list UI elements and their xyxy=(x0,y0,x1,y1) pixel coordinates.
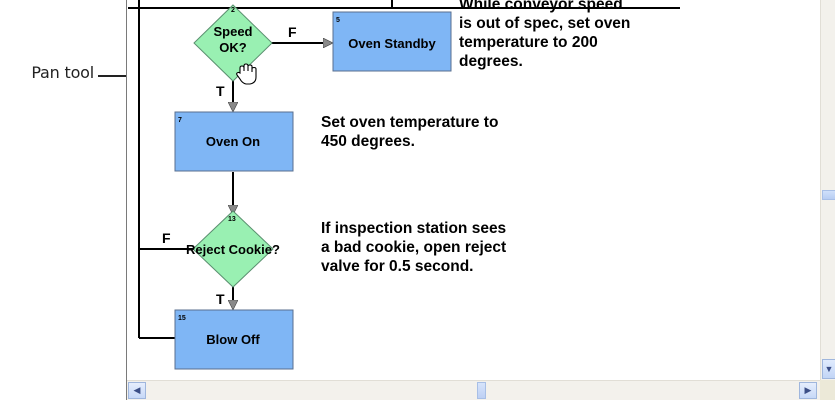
decision-block-speed-ok[interactable]: 2 Speed OK? xyxy=(193,4,273,82)
branch-label-speed-true: T xyxy=(216,83,225,99)
flowchart-canvas[interactable]: 2 Speed OK? 5 Oven Standby 7 Oven On 13 … xyxy=(127,0,820,380)
action-block-oven-standby[interactable]: 5 Oven Standby xyxy=(332,11,452,72)
block-label-line1: Speed xyxy=(213,24,252,39)
block-number: 7 xyxy=(178,117,182,124)
block-number: 13 xyxy=(228,216,236,223)
flowchart-diagram: 2 Speed OK? 5 Oven Standby 7 Oven On 13 … xyxy=(128,0,680,370)
comment-text-oven-on: Set oven temperature to 450 degrees. xyxy=(321,114,499,150)
arrow-right-icon[interactable]: ▶ xyxy=(799,382,817,399)
block-label: Reject Cookie? xyxy=(186,242,280,257)
branch-label-speed-false: F xyxy=(288,24,297,40)
block-label: Oven Standby xyxy=(348,36,436,51)
branch-label-reject-true: T xyxy=(216,291,225,307)
block-label: Blow Off xyxy=(206,332,260,347)
block-number: 5 xyxy=(336,17,340,24)
scrollbar-corner xyxy=(820,380,835,400)
block-label-line2: OK? xyxy=(219,40,247,55)
vertical-scroll-thumb[interactable] xyxy=(822,190,835,200)
block-label: Oven On xyxy=(206,134,260,149)
pan-hand-icon xyxy=(236,63,257,85)
connector-lines xyxy=(128,0,680,339)
branch-label-reject-false: F xyxy=(162,230,171,246)
flowchart-editor-window: 2 Speed OK? 5 Oven Standby 7 Oven On 13 … xyxy=(126,0,835,400)
comment-text-oven-standby: While conveyor speed is out of spec, set… xyxy=(459,0,631,70)
decision-block-reject-cookie[interactable]: 13 Reject Cookie? xyxy=(186,210,280,288)
horizontal-scrollbar[interactable]: ◀ ▶ xyxy=(127,380,820,400)
action-block-blow-off[interactable]: 15 Blow Off xyxy=(174,309,294,370)
arrow-left-icon[interactable]: ◀ xyxy=(128,382,146,399)
horizontal-scroll-thumb[interactable] xyxy=(477,382,486,399)
vertical-scrollbar[interactable]: ▼ xyxy=(820,0,835,380)
comment-text-reject-cookie: If inspection station sees a bad cookie,… xyxy=(321,220,507,275)
arrow-down-icon[interactable]: ▼ xyxy=(822,359,835,379)
action-block-oven-on[interactable]: 7 Oven On xyxy=(174,111,294,172)
pan-tool-callout-label: Pan tool xyxy=(31,63,94,82)
block-number: 15 xyxy=(178,315,186,322)
block-number: 2 xyxy=(231,7,235,14)
